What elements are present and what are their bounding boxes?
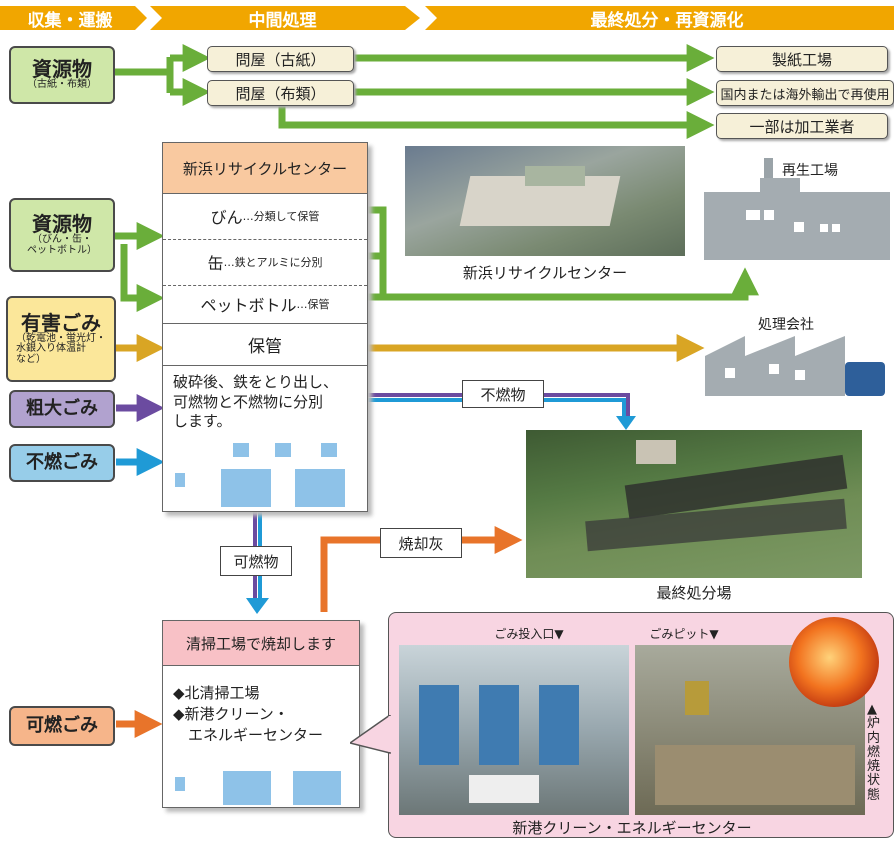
plant-list: ◆北清掃工場 ◆新港クリーン・ エネルギーセンター [173,684,324,744]
row-cans: 缶…鉄とアルミに分別 [163,239,367,286]
row-bottles: びん…分類して保管 [163,193,367,240]
dest-reuse: 国内または海外輸出で再使用 [716,80,894,106]
label-ash: 焼却灰 [380,528,462,558]
energy-center-panel: ごみ投入口▼ ごみピット▼ ▲炉内燃焼状態 新港クリーン・エネルギーセンター [388,612,894,838]
header-arrows [0,6,894,30]
dest-processor: 一部は加工業者 [716,113,888,139]
dest-paper-mill: 製紙工場 [716,46,888,72]
landfill-photo [526,430,862,578]
label-combustible: 可燃物 [220,546,292,576]
pit-label: ごみピット▼ [649,627,719,641]
source-subtitle: （古紙・布類） [27,79,97,91]
source-title: 可燃ごみ [26,714,98,736]
source-title: 資源物 [32,212,92,236]
hopper-photo [399,645,629,815]
regen-factory-label: 再生工場 [782,163,838,179]
source-title: 資源物 [32,57,92,82]
wholesaler-cloth: 問屋（布類） [207,80,354,106]
incinerator-title: 清掃工場で焼却します [163,621,359,666]
row-storage: 保管 [163,323,367,366]
row-main: 缶 [207,254,224,273]
source-noncombustible: 不燃ごみ [9,444,115,482]
row-main: ペットボトル [200,296,297,315]
source-combustible: 可燃ごみ [9,706,115,746]
source-oversized: 粗大ごみ [9,390,115,428]
recycle-center-building: 新浜リサイクルセンター びん…分類して保管 缶…鉄とアルミに分別 ペットボトル…… [162,142,368,512]
row-pet: ペットボトル…保管 [163,285,367,324]
recycle-center-photo [405,146,685,256]
door-left [221,469,271,507]
processing-company-label: 処理会社 [758,317,814,333]
row-note: …分類して保管 [242,210,320,223]
pit-photo [635,645,865,815]
furnace-label: ▲炉内燃焼状態 [867,702,881,803]
header-final: 最終処分・再資源化 [590,10,744,31]
source-resources-bottles: 資源物 （びん・缶・ ペットボトル） [9,198,115,272]
source-title: 有害ごみ [21,310,101,335]
hopper-label: ごみ投入口▼ [494,627,564,641]
recycle-center-caption: 新浜リサイクルセンター [462,264,628,282]
row-note: …鉄とアルミに分別 [223,256,323,269]
header-collection: 収集・運搬 [27,10,113,31]
label-incombustible: 不燃物 [462,380,544,408]
source-hazardous: 有害ごみ （乾電池・蛍光灯・ 水銀入り体温計 など） [6,296,116,382]
row-note: …保管 [296,298,330,311]
wholesaler-paper: 問屋（古紙） [207,46,354,72]
source-subtitle: （びん・缶・ ペットボトル） [27,234,97,256]
regen-factory-icon [704,158,890,260]
recycle-center-title: 新浜リサイクルセンター [163,143,367,194]
furnace-photo [789,617,879,707]
processing-company-icon [705,336,885,396]
source-title: 不燃ごみ [26,451,98,473]
source-subtitle: （乾電池・蛍光灯・ 水銀入り体温計 など） [16,332,106,365]
row-main: びん [210,208,243,227]
crush-text: 破砕後、鉄をとり出し、 可燃物と不燃物に分別 します。 [173,373,339,430]
source-resources-paper-cloth: 資源物 （古紙・布類） [9,46,115,104]
landfill-caption: 最終処分場 [656,584,732,602]
door-right [295,469,345,507]
header-intermediate: 中間処理 [248,10,317,31]
incinerator-building: 清掃工場で焼却します ◆北清掃工場 ◆新港クリーン・ エネルギーセンター [162,620,360,808]
source-title: 粗大ごみ [26,397,98,419]
callout-pointer [350,715,392,754]
energy-center-caption: 新港クリーン・エネルギーセンター [512,819,752,837]
